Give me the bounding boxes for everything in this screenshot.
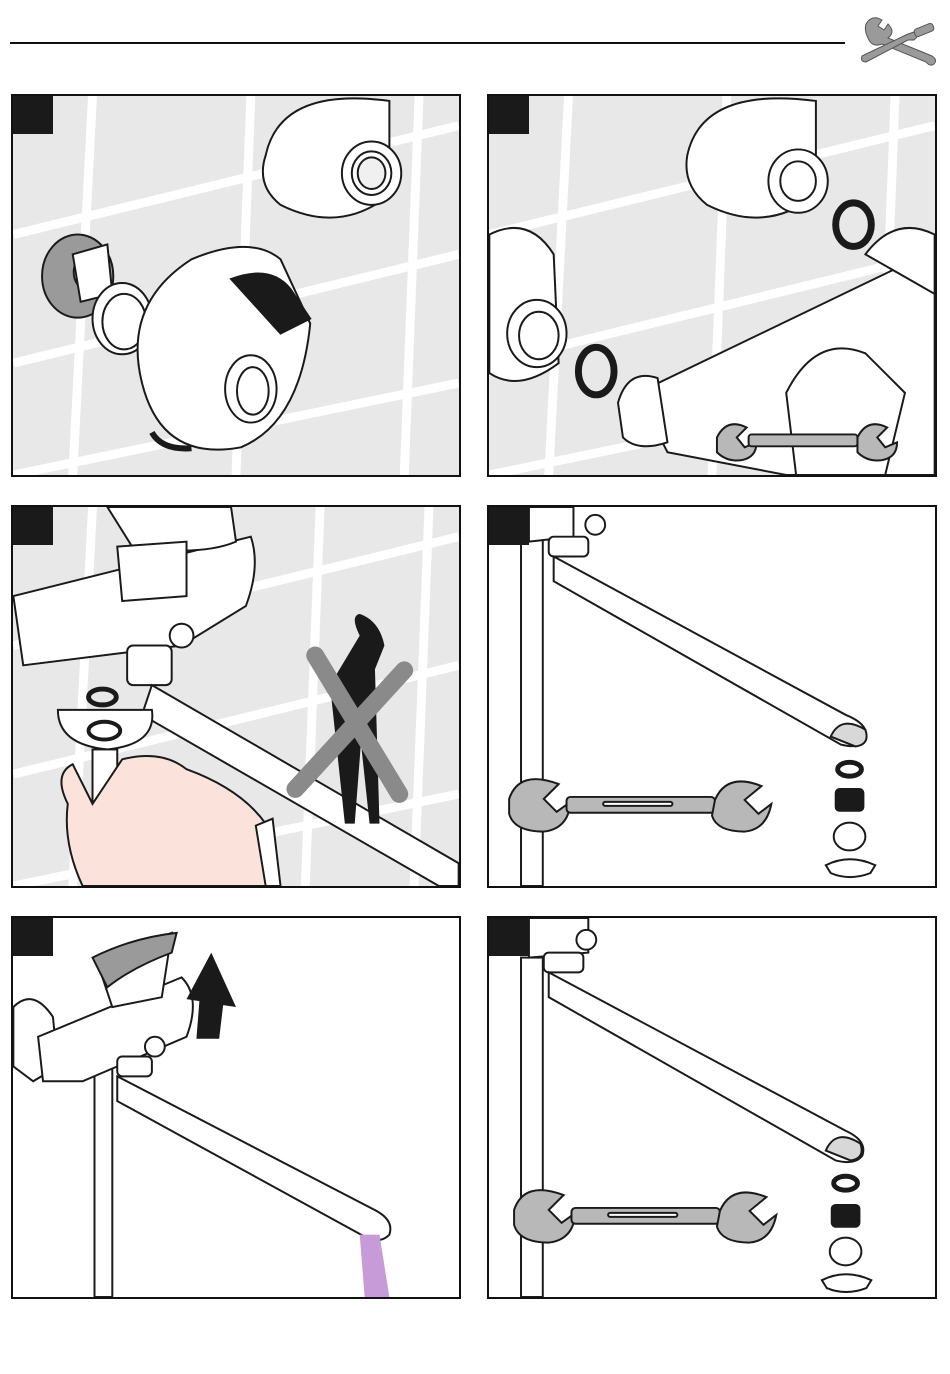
step-2-illustration (489, 96, 935, 475)
step-6-illustration (489, 918, 935, 1297)
wall-rail (521, 537, 543, 886)
step-4-illustration (489, 507, 935, 886)
step-panel-4 (487, 505, 937, 888)
wall-flange (42, 235, 152, 355)
up-arrow-icon (187, 953, 236, 1039)
step-3-illustration (13, 507, 459, 886)
step-panel-1 (11, 94, 461, 477)
sealing-ring (89, 689, 117, 705)
spout (554, 556, 867, 746)
spout (117, 1076, 390, 1240)
step-panel-2 (487, 94, 937, 477)
wall-connector-right (686, 98, 827, 217)
step-badge (13, 918, 53, 956)
step-panel-5 (11, 916, 461, 1299)
spout (549, 972, 864, 1162)
step-badge (489, 96, 529, 134)
step-panel-6 (487, 916, 937, 1299)
step-badge (489, 507, 529, 545)
wall-connector (263, 98, 401, 217)
step-5-illustration (13, 918, 459, 1297)
open-end-wrench-icon (514, 1190, 776, 1242)
aerator-parts (826, 762, 875, 877)
step-panel-3 (11, 505, 461, 888)
water-flow (360, 1235, 390, 1297)
sealing-ring (836, 203, 872, 247)
aerator-parts (822, 1176, 871, 1292)
open-end-wrench-icon (509, 779, 771, 831)
step-1-illustration (13, 96, 459, 475)
step-badge (13, 507, 53, 545)
step-badge (13, 96, 53, 134)
wall-rail (521, 958, 543, 1297)
wrench-screwdriver-icon (858, 10, 940, 68)
header-rule (10, 42, 845, 44)
wall-connector-left (489, 228, 566, 381)
sealing-ring-2 (578, 347, 614, 394)
step-badge (489, 918, 529, 956)
